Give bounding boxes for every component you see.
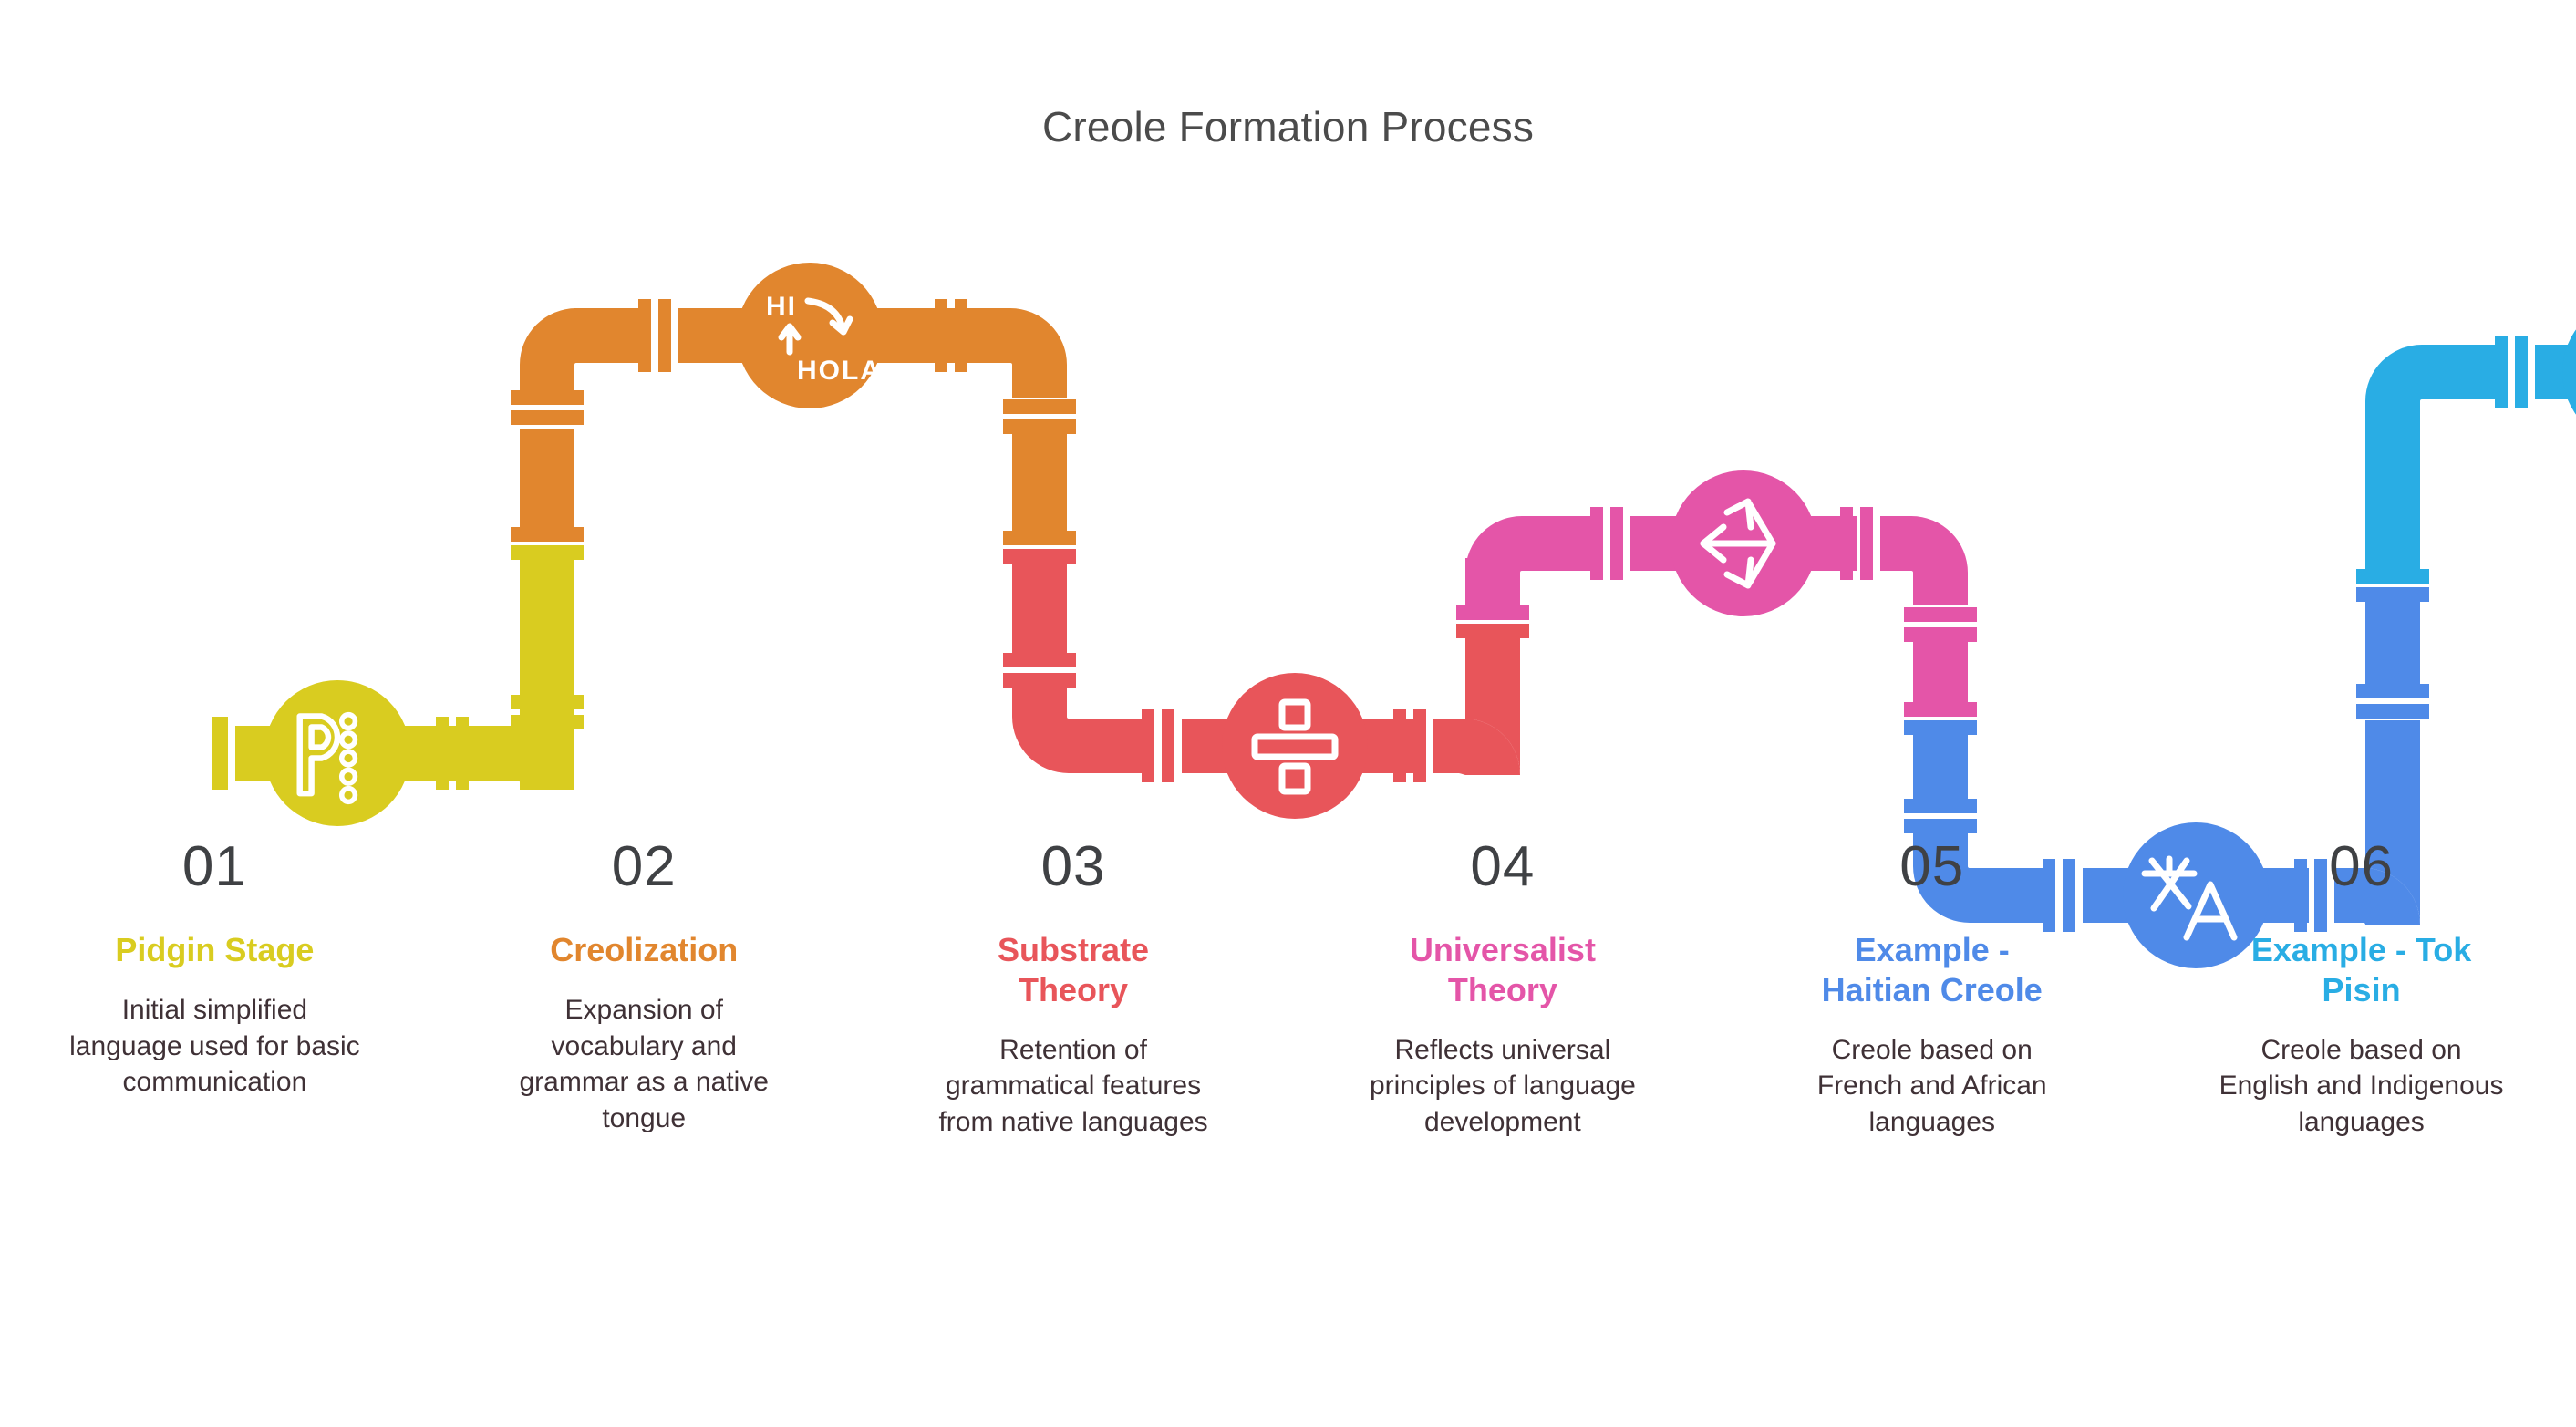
step-title-02: Creolization bbox=[550, 931, 739, 968]
pipe-segment-01 bbox=[212, 545, 584, 790]
step-column-01: 01 Pidgin Stage Initial simplified langu… bbox=[0, 839, 429, 1349]
step-number-02: 02 bbox=[611, 835, 677, 898]
three-way-arrow-icon bbox=[1703, 502, 1773, 585]
step-column-03: 03 Substrate Theory Retention of grammat… bbox=[859, 839, 1288, 1349]
pidgin-dots-icon bbox=[300, 715, 356, 802]
step-title-01: Pidgin Stage bbox=[115, 931, 315, 968]
step-number-01: 01 bbox=[181, 835, 247, 898]
step-number-05: 05 bbox=[1899, 835, 1965, 898]
step-description-02: Expansion of vocabulary and grammar as a… bbox=[519, 994, 769, 1133]
step-description-01: Initial simplified language used for bas… bbox=[69, 994, 360, 1098]
hola-label: HOLA bbox=[797, 356, 882, 386]
page-title: Creole Formation Process bbox=[1041, 103, 1535, 150]
step-title-05: Example - Haitian Creole bbox=[1821, 931, 2043, 1008]
step-column-04: 04 Universalist Theory Reflects universa… bbox=[1288, 839, 1717, 1349]
step-description-05: Creole based on French and African langu… bbox=[1816, 1034, 2047, 1137]
step-badge-01[interactable] bbox=[264, 680, 410, 826]
step-description-03: Retention of grammatical features from n… bbox=[938, 1034, 1208, 1137]
hi-label: HI bbox=[766, 292, 797, 322]
step-title-06: Example - Tok Pisin bbox=[2250, 931, 2472, 1008]
step-description-06: Creole based on English and Indigenous l… bbox=[2219, 1034, 2504, 1137]
hi-hola-translate-icon: HI HOLA bbox=[766, 292, 882, 386]
step-description-04: Reflects universal principles of languag… bbox=[1369, 1034, 1636, 1137]
pipe-segment-06 bbox=[2356, 336, 2576, 584]
step-title-03: Substrate Theory bbox=[998, 931, 1150, 1008]
step-number-04: 04 bbox=[1470, 835, 1536, 898]
division-grammar-icon bbox=[1255, 702, 1335, 791]
step-badge-04[interactable] bbox=[1671, 470, 1816, 616]
pipe-segment-04 bbox=[1456, 507, 1977, 717]
steps-list: 01 Pidgin Stage Initial simplified langu… bbox=[0, 839, 2576, 1349]
pipe-segment-03 bbox=[1003, 549, 1529, 782]
step-title-04: Universalist Theory bbox=[1409, 931, 1596, 1008]
step-column-05: 05 Example - Haitian Creole Creole based… bbox=[1717, 839, 2147, 1349]
step-number-03: 03 bbox=[1040, 835, 1106, 898]
step-number-06: 06 bbox=[2329, 835, 2395, 898]
step-column-02: 02 Creolization Expansion of vocabulary … bbox=[429, 839, 859, 1349]
step-badge-06[interactable] bbox=[2562, 299, 2576, 445]
step-badge-03[interactable] bbox=[1222, 673, 1368, 819]
pipe-segment-02 bbox=[511, 299, 1076, 545]
step-badge-02[interactable] bbox=[737, 263, 883, 408]
step-column-06: 06 Example - Tok Pisin Creole based on E… bbox=[2147, 839, 2576, 1349]
